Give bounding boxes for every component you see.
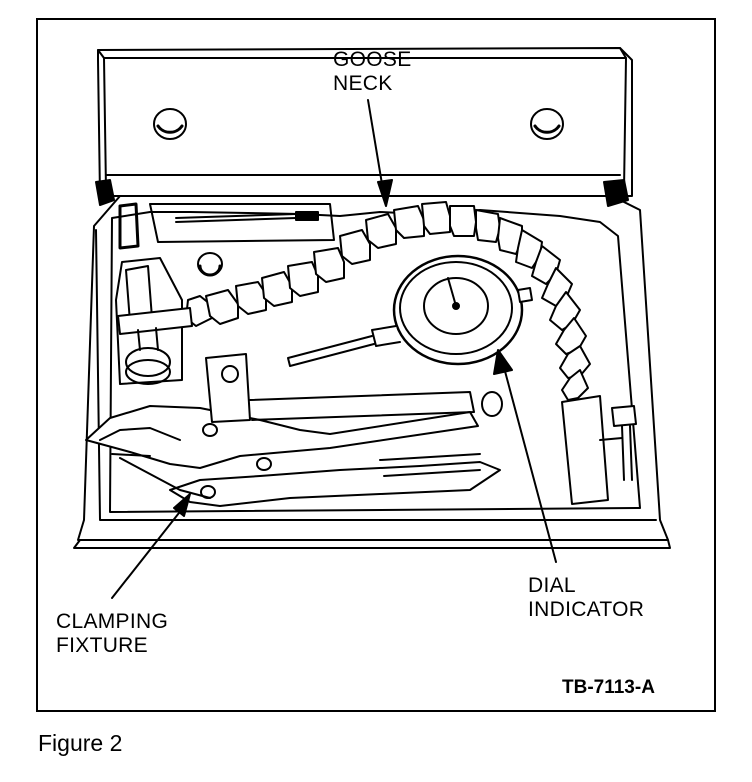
figure-frame bbox=[36, 18, 716, 712]
dial-indicator bbox=[287, 254, 533, 367]
case-hinges bbox=[95, 179, 629, 207]
goose-neck bbox=[185, 201, 591, 401]
leader-arrows bbox=[111, 99, 557, 599]
reference-tag: TB-7113-A bbox=[562, 677, 655, 698]
goose-neck-label-line1: GOOSE bbox=[333, 48, 412, 71]
clamping-fixture-label-line1: CLAMPING bbox=[56, 610, 169, 633]
dial-indicator-label: DIAL INDICATOR bbox=[528, 574, 644, 622]
clamping-fixture bbox=[85, 353, 503, 507]
goose-neck-label-line2: NECK bbox=[333, 72, 393, 95]
mounting-post bbox=[117, 265, 193, 385]
upright-clamp bbox=[561, 395, 637, 505]
insert-recess bbox=[115, 202, 335, 385]
case-base bbox=[73, 195, 671, 549]
figure-caption: Figure 2 bbox=[38, 730, 123, 756]
dial-indicator-label-line1: DIAL bbox=[528, 574, 576, 597]
clamping-fixture-label: CLAMPING FIXTURE bbox=[56, 610, 168, 658]
dial-indicator-label-line2: INDICATOR bbox=[528, 598, 645, 621]
case-lid bbox=[97, 47, 633, 197]
goose-neck-label: GOOSE NECK bbox=[333, 48, 412, 96]
clamping-fixture-label-line2: FIXTURE bbox=[56, 634, 148, 657]
